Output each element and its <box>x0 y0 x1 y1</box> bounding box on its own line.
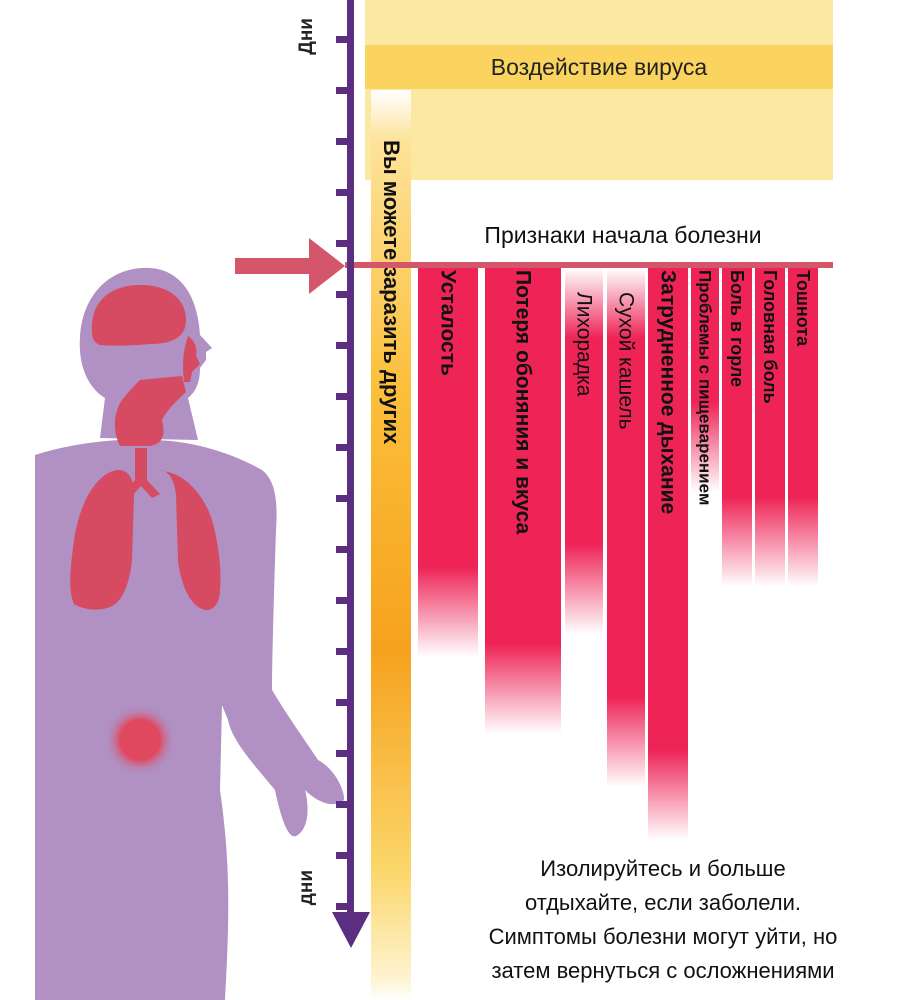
contagious-label-wrap: Вы можете заразить других <box>371 140 411 570</box>
symptom-label: Проблемы с пищеварением <box>695 270 715 506</box>
symptom-label: Затрудненное дыхание <box>656 270 680 515</box>
symptom-bar-fever: Лихорадка <box>565 268 603 634</box>
advice-note-line: затем вернуться с осложнениями <box>491 958 835 983</box>
advice-note: Изолируйтесь и больше отдыхайте, если за… <box>420 852 906 988</box>
symptom-bar-loss-of-smell-taste: Потеря обоняния и вкуса <box>485 268 561 734</box>
onset-line <box>345 262 833 268</box>
advice-note-line: Симптомы болезни могут уйти, но <box>488 924 838 949</box>
symptom-label: Усталость <box>436 270 460 376</box>
symptom-bar-fatigue: Усталость <box>418 268 478 657</box>
onset-arrow-icon <box>235 238 345 294</box>
symptom-label: Потеря обоняния и вкуса <box>511 270 535 535</box>
left-lung-shape <box>70 470 134 610</box>
exposure-label: Воздействие вируса <box>490 54 708 80</box>
stomach-shape <box>104 704 176 776</box>
symptom-label: Сухой кашель <box>614 292 638 430</box>
symptom-label: Лихорадка <box>572 292 596 397</box>
advice-note-line: Изолируйтесь и больше <box>540 856 786 881</box>
axis-label-top: Дни <box>296 18 317 55</box>
contagious-period-bar <box>371 90 411 1000</box>
trachea-shape <box>122 448 160 498</box>
symptom-bar-nausea: Тошнота <box>788 268 818 587</box>
symptom-bar-digestive-problems: Проблемы с пищеварением <box>691 268 719 505</box>
symptom-label: Боль в горле <box>727 270 747 388</box>
advice-note-line: отдыхайте, если заболели. <box>524 890 802 915</box>
axis-label-bottom: дни <box>296 870 317 906</box>
symptom-bar-sore-throat: Боль в горле <box>722 268 752 587</box>
contagious-label: Вы можете заразить других <box>379 140 404 445</box>
symptom-bar-difficulty-breathing: Затрудненное дыхание <box>648 268 688 840</box>
brain-shape <box>91 285 186 346</box>
symptom-label: Тошнота <box>793 270 813 347</box>
symptom-label: Головная боль <box>760 270 780 404</box>
timeline-axis <box>347 0 354 922</box>
nasal-shape <box>183 336 200 382</box>
symptom-bar-headache: Головная боль <box>755 268 785 587</box>
right-lung-shape <box>158 470 221 610</box>
exposure-strip <box>365 45 833 89</box>
symptom-bar-dry-cough: Сухой кашель <box>607 268 645 787</box>
throat-shape <box>114 376 186 446</box>
timeline-arrow-down-icon <box>332 912 370 948</box>
onset-label: Признаки начала болезни <box>484 222 762 248</box>
timeline-ticks <box>336 0 350 922</box>
exposure-band <box>365 0 833 180</box>
